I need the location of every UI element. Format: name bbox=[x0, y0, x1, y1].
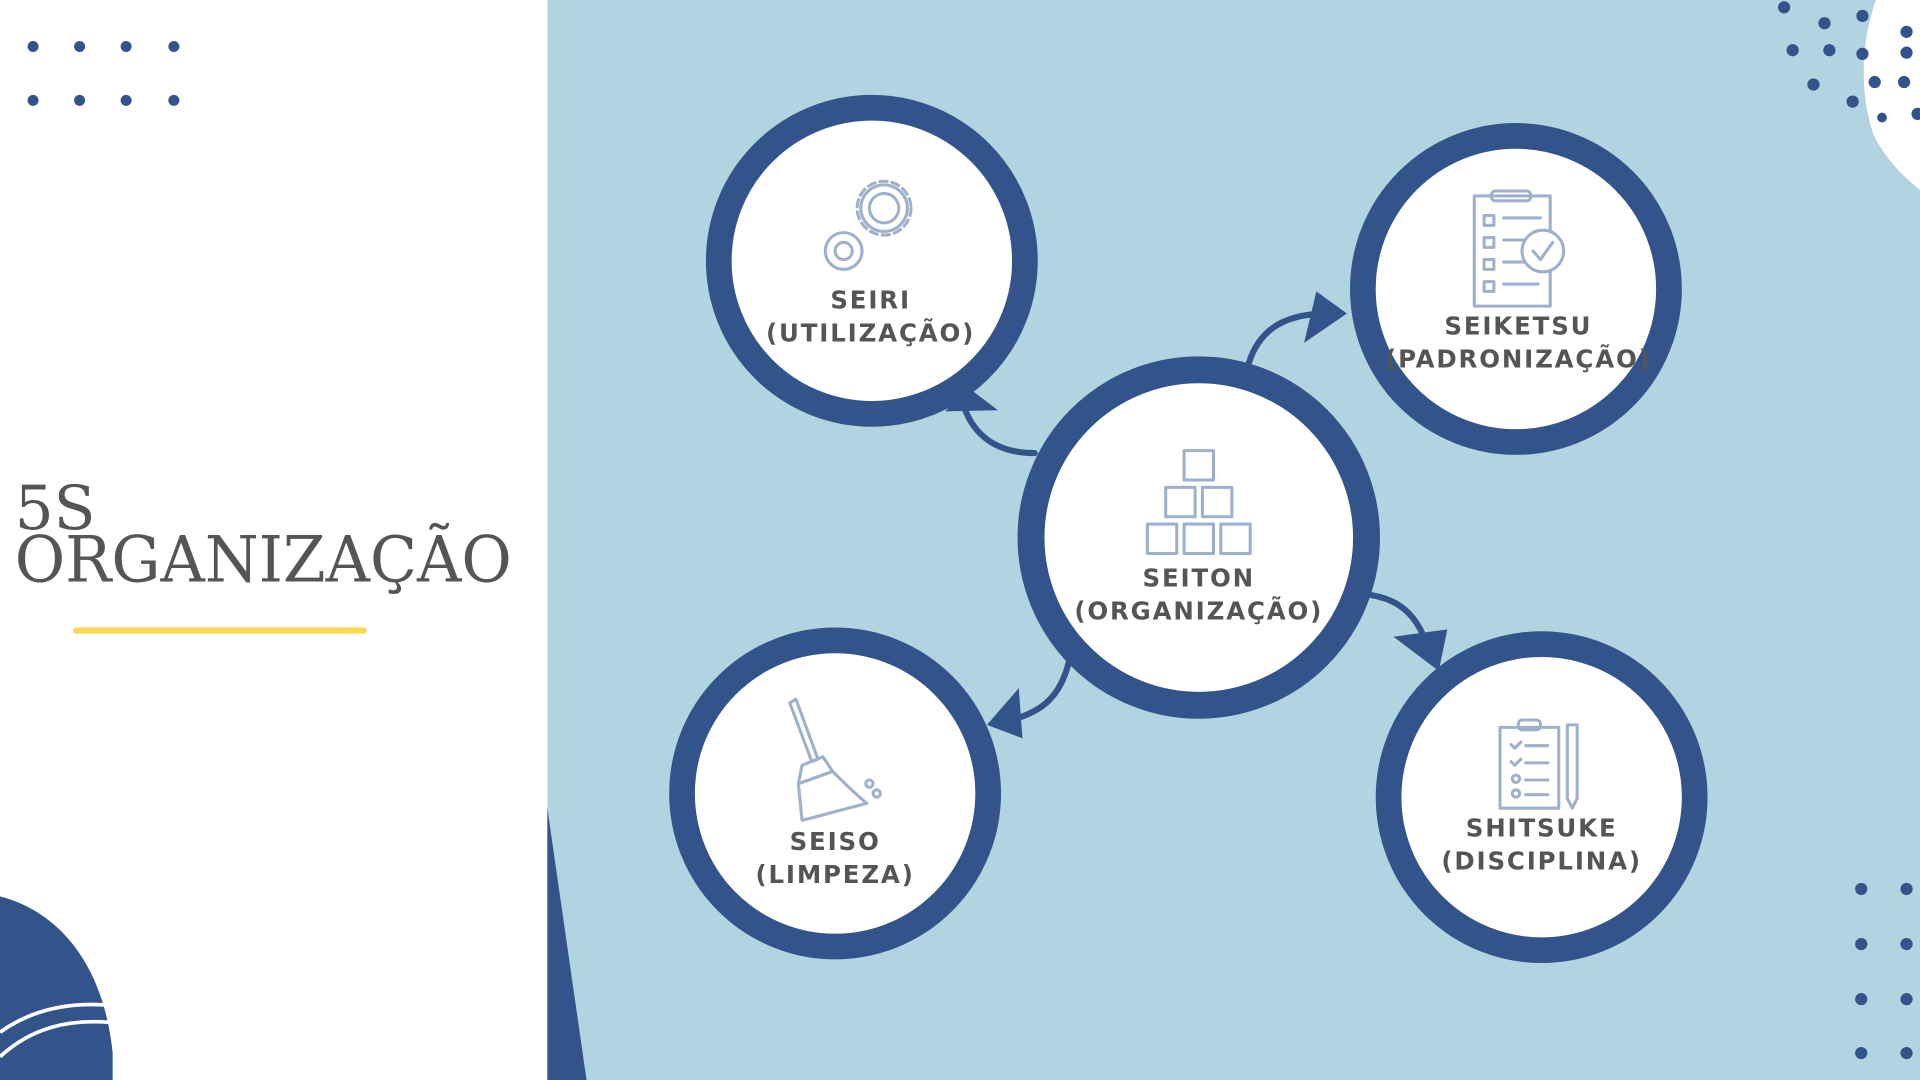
decor-shape-bottom-left bbox=[0, 896, 113, 1080]
title-line-2: ORGANIZAÇÃO bbox=[15, 523, 512, 598]
seiso-name: SEISO bbox=[790, 827, 881, 856]
dots-top-left bbox=[27, 41, 180, 106]
arrow-to-shitsuke bbox=[1368, 592, 1448, 672]
seiri-name: SEIRI bbox=[830, 286, 911, 315]
node-shitsuke: SHITSUKE (DISCIPLINA) bbox=[1375, 631, 1708, 964]
dots-top-right bbox=[1777, 1, 1920, 123]
clipboard-pen-icon bbox=[1498, 718, 1579, 810]
node-seiton: SEITON (ORGANIZAÇÃO) bbox=[1017, 356, 1380, 719]
node-seiri: SEIRI (UTILIZAÇÃO) bbox=[705, 94, 1038, 427]
shitsuke-meaning: (DISCIPLINA) bbox=[1441, 846, 1642, 875]
gears-icon bbox=[823, 179, 913, 271]
arrow-to-seiso bbox=[986, 658, 1073, 739]
seiketsu-meaning: (PADRONIZAÇÃO) bbox=[1385, 344, 1652, 373]
stacked-boxes-icon bbox=[1145, 449, 1252, 555]
arrow-to-seiri bbox=[945, 386, 1038, 457]
title-line-1: 5S bbox=[15, 473, 96, 544]
seiketsu-name: SEIKETSU bbox=[1444, 311, 1592, 340]
seiri-meaning: (UTILIZAÇÃO) bbox=[766, 319, 975, 348]
node-seiketsu: SEIKETSU (PADRONIZAÇÃO) bbox=[1350, 123, 1682, 455]
broom-icon bbox=[788, 697, 882, 822]
seiton-name: SEITON bbox=[1143, 564, 1255, 593]
checklist-icon bbox=[1472, 189, 1566, 308]
arrow-to-seiketsu bbox=[1245, 291, 1347, 366]
seiton-meaning: (ORGANIZAÇÃO) bbox=[1074, 597, 1323, 626]
node-seiso: SEISO (LIMPEZA) bbox=[669, 627, 1002, 960]
seiso-meaning: (LIMPEZA) bbox=[755, 860, 914, 889]
dots-bottom-right bbox=[1855, 882, 1913, 1060]
shitsuke-name: SHITSUKE bbox=[1466, 813, 1618, 842]
